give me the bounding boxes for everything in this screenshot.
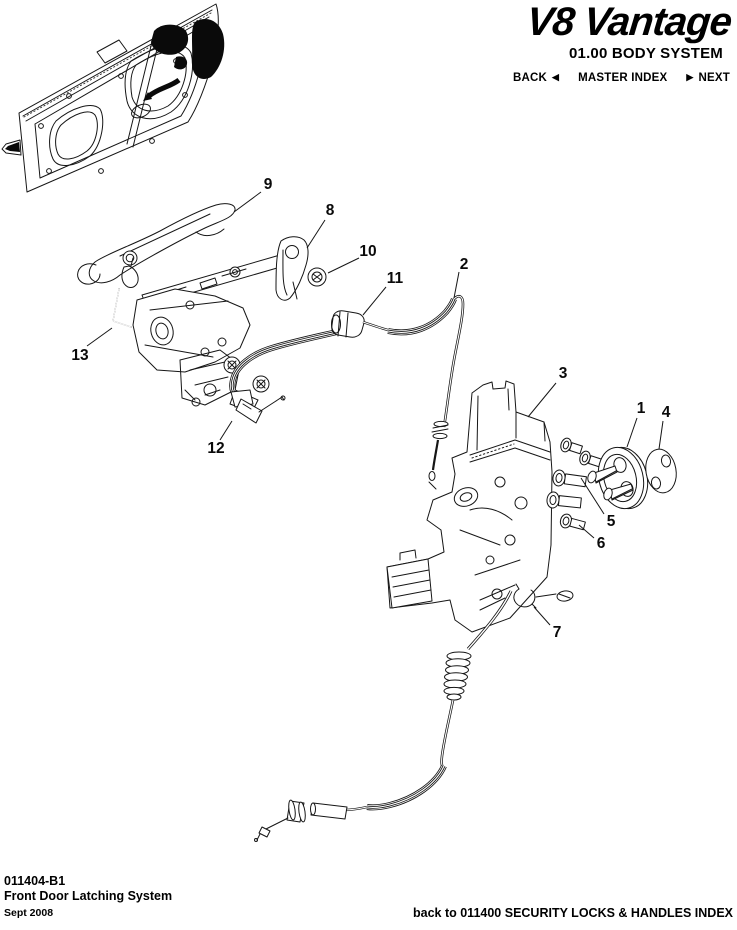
svg-text:3: 3 <box>559 365 568 382</box>
svg-text:11: 11 <box>387 270 404 287</box>
callout-4: 4 <box>658 404 671 450</box>
latch-assembly <box>386 380 553 633</box>
callout-12: 12 <box>207 420 233 457</box>
lower-cable-assembly <box>254 583 574 842</box>
next-arrow-icon[interactable]: ▶ <box>686 71 694 82</box>
document-info: 011404-B1 Front Door Latching System Sep… <box>4 874 172 919</box>
outer-handle-assembly <box>77 203 327 413</box>
back-to-index-link[interactable]: back to 011400 SECURITY LOCKS & HANDLES … <box>413 906 733 920</box>
callout-5: 5 <box>580 477 616 530</box>
back-arrow-icon[interactable]: ◀ <box>551 71 560 82</box>
svg-text:9: 9 <box>264 176 273 193</box>
latch-release-cable <box>331 294 465 490</box>
callout-13: 13 <box>71 327 113 364</box>
document-title: Front Door Latching System <box>4 888 173 903</box>
page-header: V8 Vantage 01.00 BODY SYSTEM BACK ◀ MAST… <box>513 0 737 84</box>
callouts: 1 2 3 4 5 6 7 <box>71 176 670 641</box>
door-panel-illustration <box>1 3 225 193</box>
callout-3: 3 <box>527 365 568 418</box>
callout-9: 9 <box>233 176 273 213</box>
back-link[interactable]: BACK <box>512 72 547 84</box>
svg-text:8: 8 <box>326 202 335 219</box>
svg-text:12: 12 <box>207 440 224 457</box>
svg-text:6: 6 <box>597 535 606 552</box>
page-nav: BACK ◀ MASTER INDEX ▶ NEXT <box>512 71 730 85</box>
callout-7: 7 <box>533 606 562 641</box>
svg-text:13: 13 <box>71 347 89 364</box>
master-index-link[interactable]: MASTER INDEX <box>578 72 668 84</box>
svg-text:1: 1 <box>637 400 646 417</box>
document-date: Sept 2008 <box>4 906 54 919</box>
section-title: 01.00 BODY SYSTEM <box>568 45 723 62</box>
callout-10: 10 <box>327 243 377 274</box>
svg-text:7: 7 <box>553 624 562 641</box>
callout-8: 8 <box>306 202 335 249</box>
callout-11: 11 <box>362 270 404 316</box>
interior-release-cable <box>229 328 342 424</box>
svg-text:2: 2 <box>460 256 469 273</box>
svg-text:5: 5 <box>607 513 616 530</box>
callout-6: 6 <box>578 524 606 552</box>
brand-logo: V8 Vantage <box>524 0 734 44</box>
document-number: 011404-B1 <box>4 874 66 888</box>
svg-text:10: 10 <box>359 243 376 260</box>
callout-1: 1 <box>626 400 646 448</box>
fasteners-and-striker <box>546 437 677 531</box>
next-link[interactable]: NEXT <box>698 72 730 84</box>
callout-2: 2 <box>453 256 469 299</box>
svg-text:4: 4 <box>662 404 671 421</box>
